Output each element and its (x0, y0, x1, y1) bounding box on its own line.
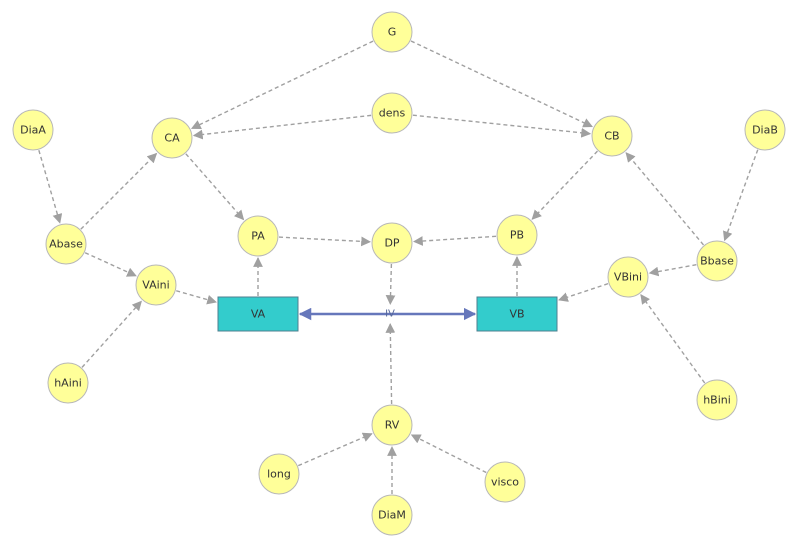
node-label: DiaM (378, 509, 406, 522)
node-DP[interactable]: DP (371, 222, 413, 264)
stock-VB[interactable]: VB (476, 296, 558, 332)
node-label: hAini (54, 377, 82, 390)
node-DiaM[interactable]: DiaM (371, 494, 413, 536)
node-label: CB (604, 130, 619, 143)
link-G-to-CB (410, 40, 593, 128)
node-visco[interactable]: visco (484, 461, 526, 503)
link-CB-to-PB (531, 150, 598, 220)
node-circle (135, 264, 177, 306)
flow-layer: IV (298, 307, 477, 321)
node-CB[interactable]: CB (591, 115, 633, 157)
node-circle (744, 109, 786, 151)
node-circle (591, 115, 633, 157)
node-circle (696, 379, 738, 421)
node-label: long (267, 468, 291, 481)
node-circle (696, 240, 738, 282)
node-circle (371, 222, 413, 264)
node-G[interactable]: G (371, 11, 413, 53)
node-PA[interactable]: PA (237, 215, 279, 257)
link-dens-to-CB (412, 114, 592, 138)
stock-label: VB (509, 308, 524, 321)
link-VBini-to-VB (558, 282, 609, 302)
node-circle (45, 223, 87, 265)
node-circle (12, 109, 54, 151)
stock-VA[interactable]: VA (217, 296, 299, 332)
link-PA-to-DP (278, 236, 372, 247)
node-circle (371, 11, 413, 53)
node-circle (371, 494, 413, 536)
stock-label: VA (251, 308, 266, 321)
node-label: G (388, 26, 397, 39)
node-long[interactable]: long (258, 453, 300, 495)
link-Bbase-to-VBini (648, 264, 697, 277)
node-dens[interactable]: dens (371, 92, 413, 134)
link-Abase-to-CA (80, 152, 158, 230)
node-circle (151, 117, 193, 159)
node-hBini[interactable]: hBini (696, 379, 738, 421)
node-label: visco (491, 476, 519, 489)
node-VAini[interactable]: VAini (135, 264, 177, 306)
node-DiaA[interactable]: DiaA (12, 109, 54, 151)
node-label: CA (164, 132, 180, 145)
link-DiaA-to-Abase (38, 149, 63, 224)
node-label: RV (385, 419, 400, 432)
link-DP-to-IV (385, 263, 396, 305)
links-layer (38, 40, 759, 494)
link-hBini-to-VBini (640, 294, 706, 384)
node-label: Abase (49, 238, 83, 251)
node-hAini[interactable]: hAini (47, 362, 89, 404)
stock-box (217, 296, 299, 332)
node-Abase[interactable]: Abase (45, 223, 87, 265)
link-hAini-to-VAini (81, 300, 142, 368)
node-circle (496, 214, 538, 256)
node-label: DiaA (20, 124, 46, 137)
node-DiaB[interactable]: DiaB (744, 109, 786, 151)
link-PB-to-DP (412, 235, 497, 246)
node-label: hBini (703, 394, 731, 407)
node-circle (258, 453, 300, 495)
node-circle (371, 92, 413, 134)
link-G-to-CA (190, 40, 374, 130)
link-long-to-RV (297, 432, 373, 467)
node-circle (484, 461, 526, 503)
link-CA-to-PA (185, 153, 245, 221)
node-label: dens (379, 107, 406, 120)
node-label: VAini (142, 279, 169, 292)
node-circle (371, 404, 413, 446)
node-PB[interactable]: PB (496, 214, 538, 256)
link-VAini-to-VA (176, 290, 217, 305)
node-circle (237, 215, 279, 257)
link-Abase-to-VAini (84, 252, 137, 277)
flow-label-IV[interactable]: IV (385, 309, 395, 320)
link-RV-to-IV (385, 323, 396, 405)
node-circle (47, 362, 89, 404)
node-circle (607, 256, 649, 298)
node-RV[interactable]: RV (371, 404, 413, 446)
node-label: DP (384, 237, 399, 250)
node-label: DiaB (752, 124, 778, 137)
stock-box (476, 296, 558, 332)
stocks-layer: VA VB (217, 296, 558, 332)
link-visco-to-RV (410, 434, 487, 474)
node-label: PA (251, 230, 265, 243)
node-CA[interactable]: CA (151, 117, 193, 159)
node-Bbase[interactable]: Bbase (696, 240, 738, 282)
node-VBini[interactable]: VBini (607, 256, 649, 298)
link-DiaB-to-Bbase (723, 149, 759, 242)
node-label: PB (510, 229, 524, 242)
link-dens-to-CA (192, 114, 372, 140)
link-Bbase-to-CB (625, 152, 705, 246)
node-label: VBini (614, 271, 642, 284)
node-label: Bbase (700, 255, 734, 268)
